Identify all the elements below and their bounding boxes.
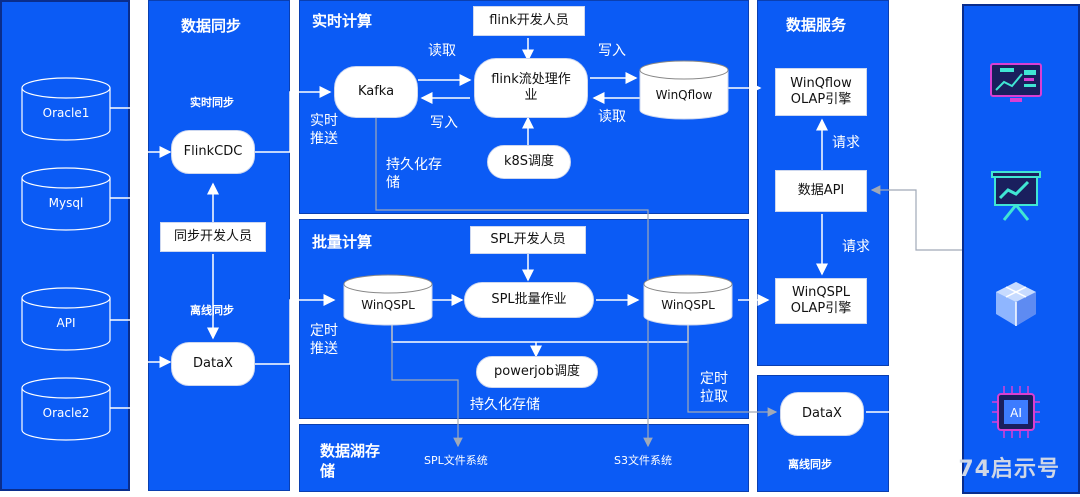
winqspl-left-label: WinQSPL [361,298,415,312]
read-label-2: 读取 [598,109,626,125]
offline-sync-label: 离线同步 [190,304,234,317]
db-cylinder-api [21,287,111,351]
batch-pull-label: 定时拉取 [700,371,728,405]
batch-persist-label: 持久化存储 [470,397,540,413]
spl-files-label: SPL文件系统 [424,454,488,467]
source-mysql: Mysql [48,196,84,210]
service-title: 数据服务 [786,16,847,34]
cube-icon [996,282,1036,326]
realtime-sync-label: 实时同步 [190,96,234,109]
batch-push-label: 定时推送 [310,323,338,357]
source-db-shapes [21,77,111,441]
lake-panel: 数据湖存储 [299,424,749,492]
flinkcdc-node: FlinkCDC [171,130,255,174]
realtime-persist-label: 持久化存储 [386,157,442,191]
write-label-2: 写入 [598,43,626,59]
winqflow-olap-node: WinQflow OLAP引擎 [775,68,867,116]
write-label-1: 写入 [430,115,458,131]
watermark: 74启示号 [958,457,1060,482]
winqflow-label: WinQflow [655,88,713,102]
sync-title: 数据同步 [181,17,242,35]
source-api: API [56,316,76,330]
read-label-1: 读取 [428,43,456,59]
k8s-node: k8S调度 [487,145,571,179]
source-oracle2: Oracle2 [42,406,90,420]
s3-files-label: S3文件系统 [614,454,672,467]
db-cylinder-mysql [21,167,111,231]
powerjob-node: powerjob调度 [476,356,598,388]
request-label-1: 请求 [832,135,860,151]
spl-dev-node: SPL开发人员 [470,226,586,254]
svg-text:AI: AI [1010,406,1022,420]
dashboard-icon [990,63,1042,102]
datax-offline-node: DataX [780,392,864,436]
winqspl-right-label: WinQSPL [661,298,715,312]
db-cylinder-oracle2 [21,377,111,441]
offline-service-label: 离线同步 [788,458,832,471]
spl-job-node: SPL批量作业 [464,282,594,318]
winqspl-olap-node: WinQSPL OLAP引擎 [775,278,867,324]
presentation-icon [991,171,1041,221]
datax-sync-node: DataX [171,342,255,386]
flink-dev-node: flink开发人员 [473,6,585,36]
kafka-node: Kafka [334,66,418,118]
realtime-push-label: 实时推送 [310,113,338,147]
lake-title: 数据湖存储 [320,442,381,480]
db-cylinder-oracle1 [21,77,111,141]
sync-dev-node: 同步开发人员 [160,222,266,252]
realtime-title: 实时计算 [312,12,373,30]
source-oracle1: Oracle1 [42,106,90,120]
batch-title: 批量计算 [312,233,373,251]
request-label-2: 请求 [842,239,870,255]
flink-job-node: flink流处理作业 [474,58,588,118]
data-api-node: 数据API [775,170,867,212]
ai-chip-icon: AI [992,386,1040,438]
